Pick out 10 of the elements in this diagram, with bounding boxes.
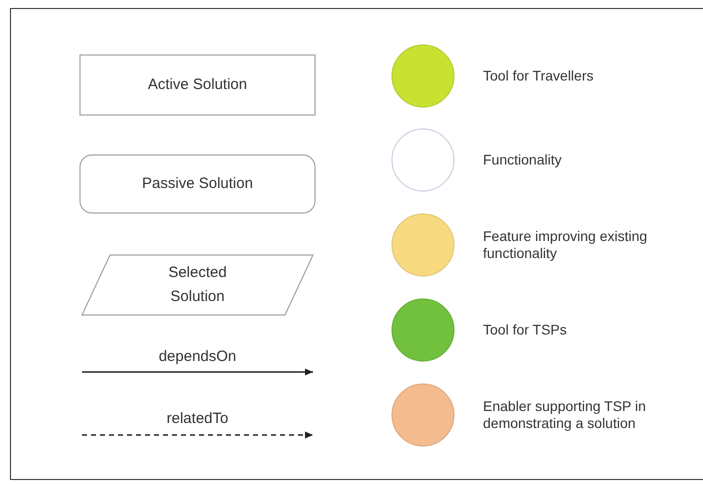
legend-text: Feature improving existing functionality [483, 228, 648, 262]
legend-text: Tool for Travellers [483, 68, 594, 84]
legend-text: Active Solution [146, 75, 248, 95]
legend-text: Enabler supporting TSP in demonstrating a solution [483, 398, 647, 432]
legend-text: Passive Solution [141, 174, 254, 194]
legend-text: Tool for TSPs [483, 322, 568, 338]
legend-text: dependsOn [158, 348, 238, 366]
legend-text: relatedTo [166, 410, 230, 428]
legend-text: Selected Solution [167, 263, 228, 307]
legend-text: Functionality [483, 152, 563, 168]
